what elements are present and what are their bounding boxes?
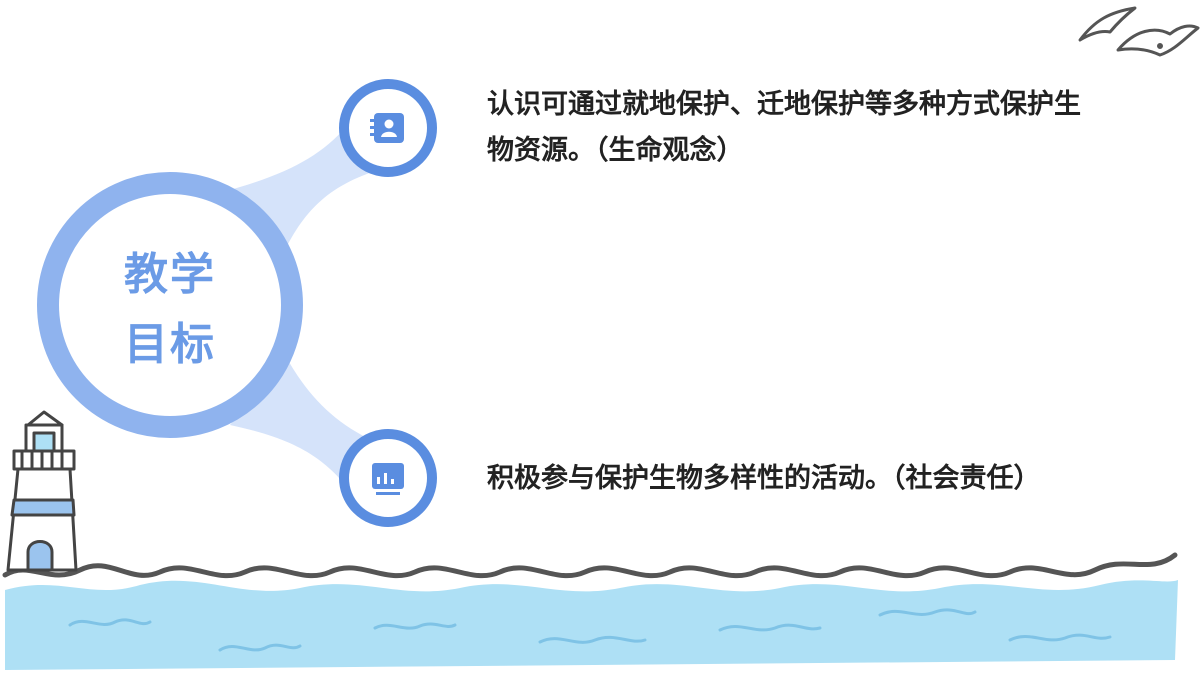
contact-card-icon xyxy=(370,113,404,143)
main-title: 教学 目标 xyxy=(70,240,270,380)
sea-ripples xyxy=(68,608,1112,652)
presentation-board-icon xyxy=(372,463,404,495)
sea xyxy=(5,580,1178,670)
lighthouse-icon xyxy=(6,410,78,572)
objective-text-2: 积极参与保护生物多样性的活动。（社会责任） xyxy=(487,463,1041,494)
seagull-icon xyxy=(1078,6,1200,57)
wave-line xyxy=(2,552,1178,579)
main-ring xyxy=(37,172,303,438)
node-lower xyxy=(339,429,437,527)
main-title-line-2: 目标 xyxy=(124,319,216,370)
node-upper xyxy=(339,79,437,177)
objective-text-1: 认识可通过就地保护、迁地保护等多种方式保护生物资源。（生命观念） xyxy=(487,89,1081,166)
main-title-line-1: 教学 xyxy=(124,249,216,300)
